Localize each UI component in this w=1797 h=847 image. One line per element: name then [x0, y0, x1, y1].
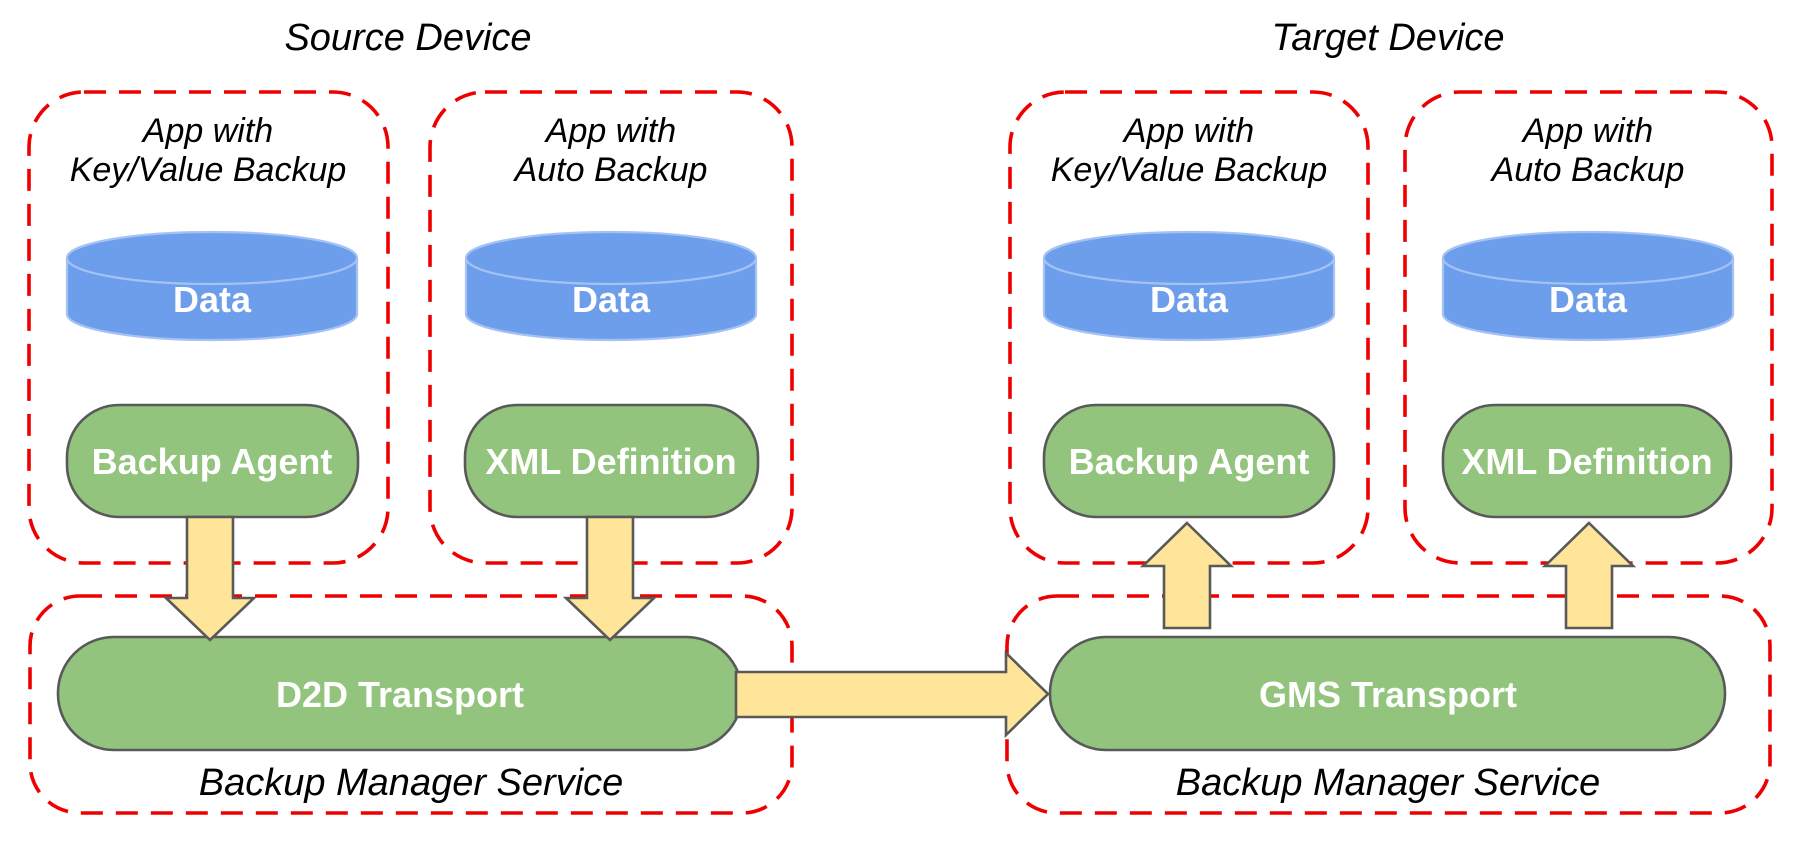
- target-device-title: Target Device: [1271, 17, 1504, 59]
- source-app-keyvalue-label-line1: App with: [141, 112, 273, 150]
- arrow-gms-to-xml-definition-icon: [1541, 521, 1637, 630]
- source-keyvalue-data-label: Data: [173, 279, 252, 320]
- target-keyvalue-data-cylinder-top: [1042, 230, 1336, 286]
- target-auto-data-cylinder-top: [1441, 230, 1735, 286]
- source-app-keyvalue-group: App with Key/Value Backup Data Backup Ag…: [27, 90, 390, 565]
- target-backup-manager-label: Backup Manager Service: [1176, 762, 1601, 804]
- source-auto-data-cylinder-top: [464, 230, 758, 286]
- target-app-keyvalue-label-line2: Key/Value Backup: [1051, 151, 1328, 189]
- source-app-auto-label-line2: Auto Backup: [513, 151, 708, 189]
- source-keyvalue-data-cylinder-top: [65, 230, 359, 286]
- target-app-auto-group: App with Auto Backup Data XML Definition: [1403, 90, 1774, 565]
- source-device-title: Source Device: [284, 17, 531, 59]
- gms-transport-pill: [1048, 635, 1727, 752]
- source-app-keyvalue-label-line2: Key/Value Backup: [70, 151, 347, 189]
- arrow-backup-agent-to-d2d-icon: [162, 515, 258, 642]
- source-app-keyvalue-boundary: [27, 90, 390, 565]
- target-backup-agent-pill: [1042, 403, 1336, 519]
- target-app-keyvalue-group: App with Key/Value Backup Data Backup Ag…: [1008, 90, 1370, 565]
- target-app-keyvalue-label-line1: App with: [1122, 112, 1254, 150]
- target-app-auto-label-line1: App with: [1521, 112, 1653, 150]
- source-backup-manager-label: Backup Manager Service: [199, 762, 624, 804]
- d2d-transport-label: D2D Transport: [276, 674, 524, 715]
- arrow-gms-to-backup-agent-icon: [1139, 521, 1235, 630]
- target-xml-definition-pill: [1441, 403, 1733, 519]
- target-backup-manager-group: GMS Transport Backup Manager Service: [1005, 594, 1772, 815]
- arrow-d2d-to-gms-icon: [734, 649, 1050, 739]
- source-app-auto-label-line1: App with: [544, 112, 676, 150]
- source-app-auto-group: App with Auto Backup Data XML Definition: [428, 90, 794, 565]
- source-auto-data-label: Data: [572, 279, 651, 320]
- target-xml-definition-label: XML Definition: [1461, 441, 1712, 482]
- target-keyvalue-data-label: Data: [1150, 279, 1229, 320]
- source-xml-definition-label: XML Definition: [485, 441, 736, 482]
- source-backup-manager-group: D2D Transport Backup Manager Service: [28, 594, 794, 815]
- arrow-xml-definition-to-d2d-icon: [562, 515, 658, 642]
- target-auto-data-label: Data: [1549, 279, 1628, 320]
- target-app-keyvalue-boundary: [1008, 90, 1370, 565]
- gms-transport-label: GMS Transport: [1259, 674, 1517, 715]
- target-app-auto-label-line2: Auto Backup: [1490, 151, 1685, 189]
- source-backup-agent-label: Backup Agent: [92, 441, 333, 482]
- target-backup-agent-label: Backup Agent: [1069, 441, 1310, 482]
- source-backup-manager-boundary: [28, 594, 794, 815]
